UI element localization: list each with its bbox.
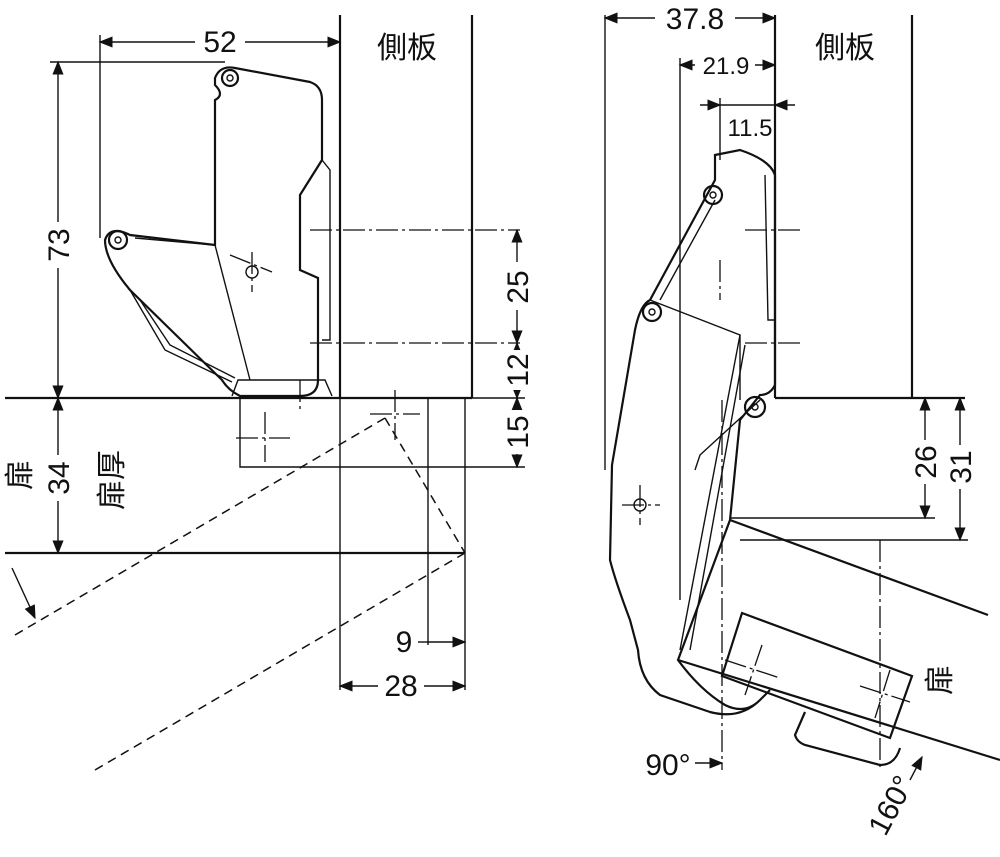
dim-12: 12 xyxy=(502,353,535,386)
angle-90: 90° xyxy=(645,749,690,782)
dim-21-9: 21.9 xyxy=(703,53,750,80)
cup-plate xyxy=(720,611,914,740)
dim-15: 15 xyxy=(502,415,535,448)
side-panel-label-right: 側板 xyxy=(815,31,875,66)
hinge-body-closed xyxy=(103,66,520,410)
side-panel-left xyxy=(338,15,474,398)
angle-160: 160° xyxy=(862,770,920,840)
dim-26: 26 xyxy=(910,445,943,478)
dim-28: 28 xyxy=(384,670,417,703)
right-view: 37.8 21.9 11.5 26 31 90° 160° 扉 側板 xyxy=(603,3,1000,841)
dim-31: 31 xyxy=(945,450,978,483)
dim-11-5: 11.5 xyxy=(728,115,773,142)
door-label-left: 扉 xyxy=(3,460,38,490)
left-view: 52 73 34 扉 扉厚 25 12 15 9 28 側板 xyxy=(3,15,535,771)
dim-73: 73 xyxy=(43,228,76,261)
cup-recess xyxy=(239,398,466,468)
door-thickness-34: 34 xyxy=(43,461,76,494)
dim-37-8: 37.8 xyxy=(666,3,724,36)
side-panel-label-left: 側板 xyxy=(377,31,437,66)
dim-25: 25 xyxy=(502,270,535,303)
dim-52: 52 xyxy=(203,26,236,59)
door-thickness-label: 扉厚 xyxy=(95,450,130,510)
opened-door-outline xyxy=(11,417,466,771)
dim-9: 9 xyxy=(396,626,413,659)
door-edge-160 xyxy=(729,518,989,617)
door-label-right: 扉 xyxy=(923,665,958,695)
door-face-160 xyxy=(677,658,1000,762)
hinge-body-open xyxy=(608,148,800,716)
